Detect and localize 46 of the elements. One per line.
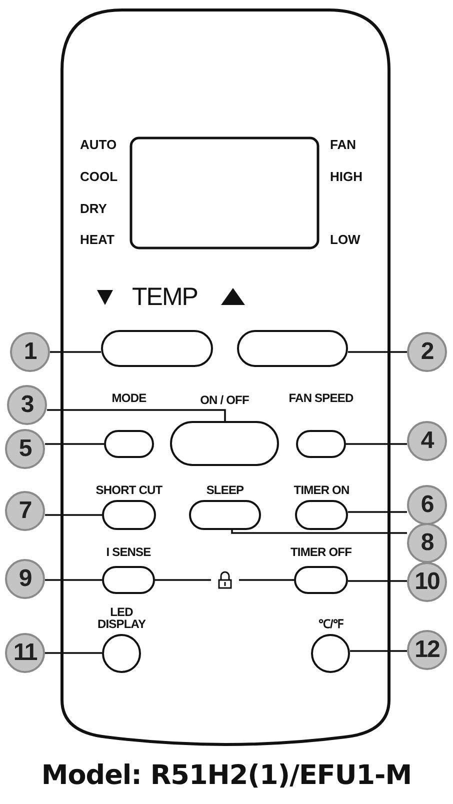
leader-line — [348, 580, 407, 582]
button-label: TIMER OFF — [290, 546, 352, 559]
mode-indicator-label: COOL — [80, 169, 118, 184]
leader-line — [50, 351, 101, 353]
leader-line — [45, 443, 104, 445]
lock-link-line — [155, 579, 294, 581]
callout-number: 2 — [407, 332, 447, 372]
leader-line — [45, 579, 102, 581]
temp-label: TEMP — [132, 283, 198, 312]
button-label: TIMER ON — [294, 484, 350, 497]
mode-indicator-label: AUTO — [80, 137, 117, 152]
callout-number: 7 — [5, 491, 45, 531]
leader-line — [231, 530, 407, 534]
mode-indicator-label: LOW — [330, 232, 360, 247]
mode-indicator-label: HIGH — [330, 169, 362, 184]
button-label: FAN SPEED — [288, 392, 354, 405]
model-caption: Model: R51H2(1)/EFU1-M — [40, 760, 413, 791]
leader-line — [45, 514, 102, 516]
leader-line — [47, 409, 226, 421]
callout-number: 10 — [407, 562, 447, 602]
leader-line — [45, 652, 102, 654]
callout-number: 5 — [5, 429, 45, 469]
button-label: LED DISPLAY — [96, 606, 147, 631]
leader-line — [348, 511, 407, 513]
mode-indicator-label: FAN — [330, 137, 356, 152]
pill-button — [237, 330, 348, 367]
callout-number: 9 — [5, 559, 45, 599]
callout-number: 4 — [407, 421, 447, 461]
leader-line — [350, 650, 407, 652]
callout-number: 1 — [10, 332, 50, 372]
leader-line — [348, 351, 407, 353]
pill-button — [101, 330, 213, 367]
button-label: ℃/℉ — [317, 618, 344, 631]
callout-number: 8 — [407, 523, 447, 563]
button-label: MODE — [112, 392, 146, 405]
leader-line — [346, 443, 407, 445]
button-label: SLEEP — [206, 484, 244, 497]
button-label: SHORT CUT — [96, 484, 162, 497]
mode-indicator-label: HEAT — [80, 232, 114, 247]
callout-number: 12 — [407, 630, 447, 670]
button-label: ON / OFF — [200, 394, 249, 407]
mode-indicator-label: DRY — [80, 201, 107, 216]
callout-number: 11 — [5, 633, 45, 673]
callout-number: 6 — [407, 485, 447, 525]
button-label: I SENSE — [106, 546, 151, 559]
callout-number: 3 — [7, 385, 47, 425]
